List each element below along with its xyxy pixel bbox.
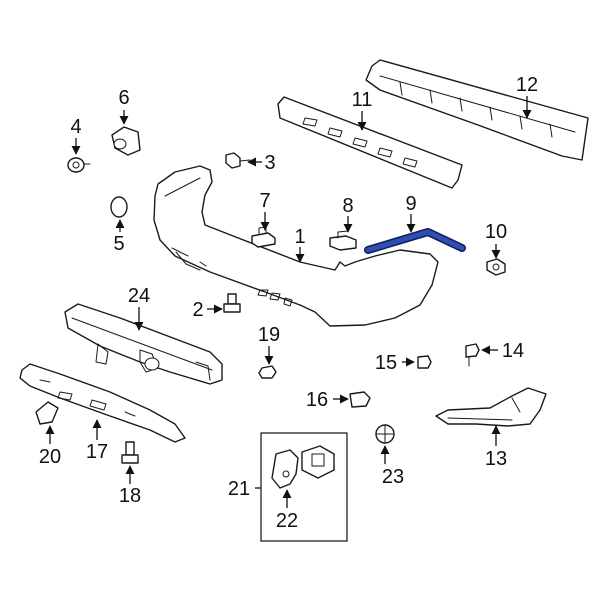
bolt-part-10[interactable] [486,258,506,276]
screw-part-19[interactable] [258,365,277,379]
side-bracket-part[interactable] [435,387,547,427]
bumper-cover-part[interactable] [153,165,439,327]
callout-5: 5 [113,233,124,255]
bolt-part-2[interactable] [223,293,241,313]
callout-16: 16 [306,389,328,411]
bolt-part-14[interactable] [465,343,480,367]
bracket-clip-part[interactable] [329,230,357,251]
bolt-part-15[interactable] [417,355,432,369]
bolt-part[interactable] [225,152,251,169]
callout-2: 2 [192,299,203,321]
callout-1: 1 [294,226,305,248]
callout-10: 10 [485,221,507,243]
callout-14: 14 [502,340,524,362]
sensor-ring-part[interactable] [110,196,128,218]
bolt-part-18[interactable] [121,441,139,464]
callout-3: 3 [264,152,275,174]
callout-20: 20 [39,446,61,468]
callout-19: 19 [258,324,280,346]
callout-labels: 1 2 3 4 5 6 7 8 9 10 11 12 13 14 15 16 1… [39,74,538,532]
sensor-holder-part[interactable] [271,445,335,489]
callout-18: 18 [119,485,141,507]
callout-21: 21 [228,478,250,500]
callout-17: 17 [86,441,108,463]
callout-7: 7 [259,190,270,212]
upper-reinforcement-part[interactable] [277,96,463,189]
nut-clip-part[interactable] [349,391,371,408]
clip-part-7[interactable] [251,226,276,248]
lower-spoiler-part[interactable] [19,363,186,443]
bumper-absorber-part[interactable] [365,59,589,161]
parking-sensor-part[interactable] [111,126,141,156]
callout-6: 6 [118,87,129,109]
reinforcement-beam-part[interactable] [64,303,223,385]
callout-4: 4 [70,116,81,138]
upper-retainer-part[interactable] [364,228,466,254]
sensor-retainer-part[interactable] [67,157,91,173]
callout-8: 8 [342,195,353,217]
callout-15: 15 [375,352,397,374]
callout-24: 24 [128,285,150,307]
callout-12: 12 [516,74,538,96]
callout-9: 9 [405,193,416,215]
leader-lines [45,96,532,508]
cover-cap-part[interactable] [35,401,59,425]
callout-22: 22 [276,510,298,532]
callout-23: 23 [382,466,404,488]
clip-part-23[interactable] [375,424,395,444]
sensor-holder-box [260,432,348,542]
callout-13: 13 [485,448,507,470]
callout-11: 11 [352,89,373,111]
